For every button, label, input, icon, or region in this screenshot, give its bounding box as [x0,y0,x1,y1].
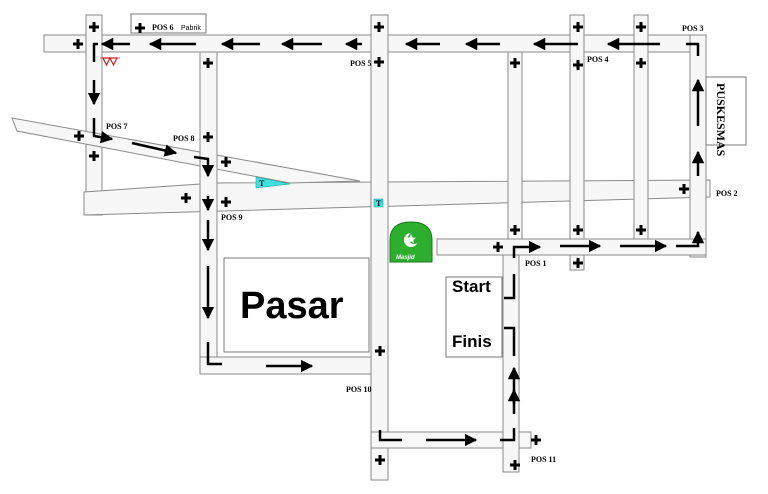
pos11-label: POS 11 [531,455,556,464]
road-start-finis [502,249,520,473]
pos10-label: POS 10 [346,385,372,394]
pos9-label: POS 9 [221,213,243,222]
finis-label: Finis [452,332,492,351]
arrow-corner [206,342,222,366]
marker-t-2: T [373,198,384,208]
pos-labels: POS 6 Pabrik POS 3 POS 5 POS 4 POS 7 POS… [106,23,738,464]
start-label: Start [452,277,491,296]
arrow-icon [131,141,178,157]
pos8-label: POS 8 [173,134,195,143]
route-arrows [87,37,705,447]
road-diagonal [11,117,361,184]
pabrik-label: Pabrik [181,25,201,32]
pos3-label: POS 3 [682,24,704,33]
pos4-label: POS 4 [587,55,609,64]
road-pos9 [199,51,218,375]
arrow-corner [676,230,705,248]
pabrik-box [130,13,207,34]
marker-t-1: T [255,176,291,189]
pasar-label: Pasar [240,285,344,327]
start-finis-box [445,276,503,358]
arrow-corner [504,326,516,356]
pos7-label: POS 7 [106,122,128,131]
arrow-corner [92,42,98,62]
hazard-triangle-icon [100,57,120,67]
road-pos5 [370,14,389,481]
pos6-label: POS 6 [152,23,174,32]
arrow-corner [686,42,700,56]
arrow-corner [378,430,402,442]
pasar-box [223,257,370,353]
marker-t-label: T [376,199,382,208]
pos1-label: POS 1 [525,259,547,268]
roads [11,14,711,481]
arrow-corner [500,428,516,442]
masjid-icon: Masjid [389,221,433,263]
arrow-corner [193,155,215,178]
pos5-label: POS 5 [350,59,372,68]
puskesmas-label: PUSKESMAS [714,83,728,157]
buildings: Pasar PUSKESMAS Start Finis [130,13,747,358]
masjid-label: Masjid [396,255,415,261]
road-right [689,34,707,258]
arrow-corner [504,274,516,300]
road-main [83,179,711,216]
arrow-corner [92,118,114,144]
arrow-corner [512,240,542,258]
pos2-label: POS 2 [716,189,738,198]
road-v-508 [507,51,523,241]
cross-marker-icon [531,435,541,445]
road-pos4 [569,14,585,271]
marker-t-label: T [259,179,265,188]
road-pos3-v [633,14,649,256]
puskesmas-box [705,76,747,146]
